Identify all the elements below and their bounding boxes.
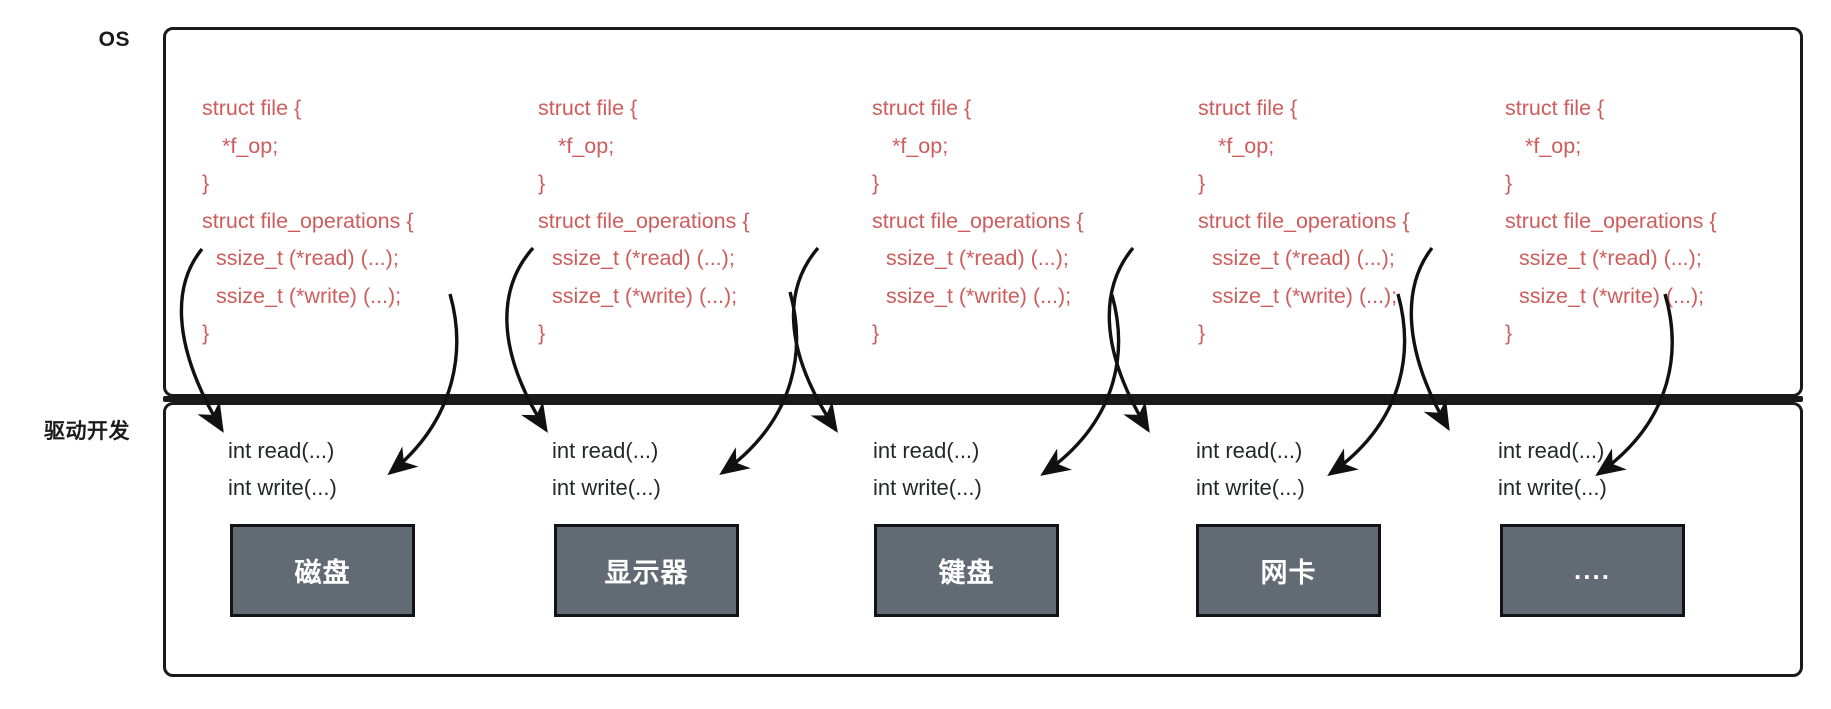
driver-write-signature: int write(...) [873,475,982,500]
os-section-label: OS [98,28,130,51]
driver-functions-3: int read(...) int write(...) [1196,432,1305,506]
driver-read-signature: int read(...) [1196,438,1303,463]
device-box-nic[interactable]: 网卡 [1196,524,1381,617]
code-line-close-brace-2: } [202,321,210,345]
code-line-struct-file-ops: struct file_operations { [1198,208,1410,233]
code-line-write-ptr: ssize_t (*write) (...); [216,283,402,308]
driver-write-signature: int write(...) [1196,475,1305,500]
code-line-struct-file-ops: struct file_operations { [538,208,750,233]
os-code-block-2: struct file { *f_op; } struct file_opera… [872,90,1084,353]
device-box-more[interactable]: .... [1500,524,1685,617]
code-line-write-ptr: ssize_t (*write) (...); [886,283,1072,308]
driver-functions-4: int read(...) int write(...) [1498,432,1607,506]
code-line-close-brace-2: } [1505,321,1513,345]
code-line-write-ptr: ssize_t (*write) (...); [552,283,738,308]
driver-read-signature: int read(...) [873,438,980,463]
driver-functions-2: int read(...) int write(...) [873,432,982,506]
driver-read-signature: int read(...) [228,438,335,463]
code-line-struct-file-ops: struct file_operations { [1505,208,1717,233]
code-line-read-ptr: ssize_t (*read) (...); [886,246,1069,270]
code-line-close-brace-2: } [538,321,546,345]
driver-write-signature: int write(...) [552,475,661,500]
code-line-f-op: *f_op; [1525,133,1582,158]
code-line-write-ptr: ssize_t (*write) (...); [1519,283,1705,308]
code-line-read-ptr: ssize_t (*read) (...); [1519,246,1702,270]
driver-write-signature: int write(...) [1498,475,1607,500]
code-line-struct-file: struct file { [872,96,972,120]
code-line-f-op: *f_op; [558,133,615,158]
code-line-close-brace-1: } [872,171,880,195]
os-code-block-4: struct file { *f_op; } struct file_opera… [1505,90,1717,353]
device-box-monitor[interactable]: 显示器 [554,524,739,617]
driver-read-signature: int read(...) [552,438,659,463]
code-line-close-brace-1: } [1505,171,1513,195]
driver-read-signature: int read(...) [1498,438,1605,463]
code-line-write-ptr: ssize_t (*write) (...); [1212,283,1398,308]
code-line-struct-file-ops: struct file_operations { [202,208,414,233]
code-line-read-ptr: ssize_t (*read) (...); [552,246,735,270]
code-line-read-ptr: ssize_t (*read) (...); [216,246,399,270]
os-driver-divider [163,396,1803,402]
code-line-close-brace-1: } [1198,171,1206,195]
code-line-close-brace-1: } [202,171,210,195]
code-line-close-brace-2: } [872,321,880,345]
code-line-close-brace-1: } [538,171,546,195]
code-line-f-op: *f_op; [222,133,279,158]
code-line-struct-file-ops: struct file_operations { [872,208,1084,233]
code-line-read-ptr: ssize_t (*read) (...); [1212,246,1395,270]
driver-functions-1: int read(...) int write(...) [552,432,661,506]
code-line-f-op: *f_op; [1218,133,1275,158]
driver-write-signature: int write(...) [228,475,337,500]
code-line-struct-file: struct file { [202,96,302,120]
code-line-f-op: *f_op; [892,133,949,158]
code-line-struct-file: struct file { [1505,96,1605,120]
code-line-struct-file: struct file { [1198,96,1298,120]
device-box-disk[interactable]: 磁盘 [230,524,415,617]
os-code-block-1: struct file { *f_op; } struct file_opera… [538,90,750,353]
driver-section-label: 驱动开发 [44,420,130,443]
driver-functions-0: int read(...) int write(...) [228,432,337,506]
device-box-keyboard[interactable]: 键盘 [874,524,1059,617]
os-code-block-3: struct file { *f_op; } struct file_opera… [1198,90,1410,353]
code-line-struct-file: struct file { [538,96,638,120]
os-code-block-0: struct file { *f_op; } struct file_opera… [202,90,414,353]
code-line-close-brace-2: } [1198,321,1206,345]
